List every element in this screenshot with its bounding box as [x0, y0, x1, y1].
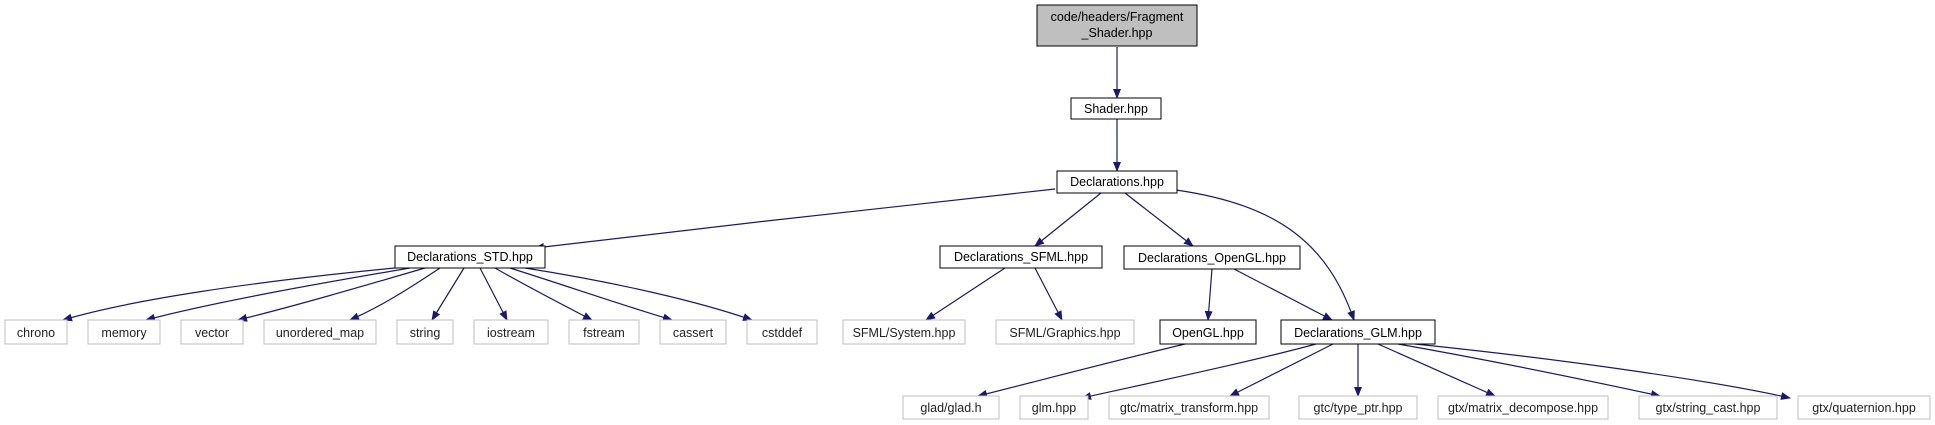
- node-fstream-label: fstream: [583, 326, 625, 340]
- node-vector-label: vector: [195, 326, 229, 340]
- node-glad-label: glad/glad.h: [920, 401, 981, 415]
- node-chrono[interactable]: chrono: [4, 319, 68, 345]
- node-declarations-opengl-label: Declarations_OpenGL.hpp: [1138, 251, 1286, 265]
- node-string[interactable]: string: [396, 319, 454, 345]
- node-declarations-glm-label: Declarations_GLM.hpp: [1294, 326, 1422, 340]
- node-opengl[interactable]: OpenGL.hpp: [1159, 319, 1257, 345]
- node-opengl-label: OpenGL.hpp: [1172, 326, 1244, 340]
- node-glm[interactable]: glm.hpp: [1019, 395, 1089, 420]
- node-sfml-graphics[interactable]: SFML/Graphics.hpp: [995, 319, 1135, 345]
- node-gtc-type-ptr-label: gtc/type_ptr.hpp: [1314, 401, 1403, 415]
- node-memory[interactable]: memory: [87, 319, 161, 345]
- edge-opengl-decl-to-glm-decl: [1233, 268, 1333, 321]
- edge-std-to-iostream: [479, 267, 508, 321]
- node-gtc-type-ptr[interactable]: gtc/type_ptr.hpp: [1298, 395, 1418, 420]
- edge-declarations-to-declarations-glm: [1175, 189, 1355, 321]
- node-fragment-shader[interactable]: code/headers/Fragment _Shader.hpp: [1036, 4, 1198, 47]
- node-gtx-quaternion-label: gtx/quaternion.hpp: [1812, 401, 1916, 415]
- edge-opengl-to-glad: [977, 343, 1186, 398]
- edge-std-to-cstddef: [524, 267, 753, 321]
- node-gtx-string-cast-label: gtx/string_cast.hpp: [1656, 401, 1761, 415]
- node-sfml-system-label: SFML/System.hpp: [853, 326, 956, 340]
- node-fstream[interactable]: fstream: [568, 319, 640, 345]
- edge-glm-decl-to-gtx-matrix-decompose: [1377, 343, 1496, 397]
- node-declarations-label: Declarations.hpp: [1070, 175, 1164, 189]
- node-declarations-glm[interactable]: Declarations_GLM.hpp: [1280, 319, 1436, 345]
- node-declarations-sfml-label: Declarations_SFML.hpp: [954, 250, 1088, 264]
- node-chrono-label: chrono: [17, 326, 55, 340]
- node-cassert[interactable]: cassert: [659, 319, 727, 345]
- node-declarations[interactable]: Declarations.hpp: [1056, 170, 1178, 194]
- node-sfml-system[interactable]: SFML/System.hpp: [842, 319, 966, 345]
- node-cassert-label: cassert: [673, 326, 714, 340]
- node-iostream-label: iostream: [487, 326, 535, 340]
- edge-std-to-memory: [145, 267, 411, 322]
- edge-std-to-cassert: [509, 267, 673, 322]
- node-iostream[interactable]: iostream: [473, 319, 549, 345]
- edge-glm-decl-to-glm: [1081, 343, 1317, 400]
- edge-std-to-string: [431, 267, 465, 321]
- node-declarations-opengl[interactable]: Declarations_OpenGL.hpp: [1123, 245, 1301, 270]
- node-shader[interactable]: Shader.hpp: [1070, 97, 1162, 120]
- node-fragment-shader-label-line2: _Shader.hpp: [1081, 26, 1153, 40]
- node-unordered-map-label: unordered_map: [276, 326, 364, 340]
- edge-opengl-decl-to-opengl: [1204, 268, 1213, 321]
- edge-glm-decl-to-gtc-matrix-transform: [1229, 343, 1334, 397]
- node-gtc-matrix-transform-label: gtc/matrix_transform.hpp: [1120, 401, 1258, 415]
- node-declarations-std[interactable]: Declarations_STD.hpp: [394, 245, 546, 269]
- node-gtx-quaternion[interactable]: gtx/quaternion.hpp: [1797, 395, 1931, 420]
- node-vector[interactable]: vector: [180, 319, 244, 345]
- node-declarations-sfml[interactable]: Declarations_SFML.hpp: [939, 245, 1103, 269]
- edges: [62, 47, 1791, 400]
- node-glad[interactable]: glad/glad.h: [902, 395, 1000, 420]
- edge-sfml-to-sfml-system: [925, 267, 1006, 321]
- node-gtx-string-cast[interactable]: gtx/string_cast.hpp: [1638, 395, 1778, 420]
- node-gtx-matrix-decompose[interactable]: gtx/matrix_decompose.hpp: [1437, 395, 1609, 420]
- node-sfml-graphics-label: SFML/Graphics.hpp: [1009, 326, 1120, 340]
- node-glm-label: glm.hpp: [1032, 401, 1077, 415]
- edge-std-to-vector: [237, 267, 426, 322]
- node-gtx-matrix-decompose-label: gtx/matrix_decompose.hpp: [1448, 401, 1598, 415]
- edge-glm-decl-to-gtx-string-cast: [1397, 343, 1661, 399]
- node-gtc-matrix-transform[interactable]: gtc/matrix_transform.hpp: [1108, 395, 1270, 420]
- node-unordered-map[interactable]: unordered_map: [263, 319, 377, 345]
- edge-std-to-fstream: [494, 267, 593, 321]
- node-fragment-shader-label-line1: code/headers/Fragment: [1051, 10, 1184, 24]
- node-cstddef-label: cstddef: [762, 326, 803, 340]
- node-shader-label: Shader.hpp: [1084, 102, 1148, 116]
- edge-std-to-unordered-map: [349, 267, 441, 321]
- node-declarations-std-label: Declarations_STD.hpp: [407, 250, 533, 264]
- node-memory-label: memory: [101, 326, 147, 340]
- edge-std-to-chrono: [62, 267, 396, 322]
- node-string-label: string: [410, 326, 441, 340]
- edge-glm-decl-to-gtx-quaternion: [1414, 343, 1791, 400]
- edge-declarations-to-declarations-std: [534, 188, 1056, 251]
- edge-declarations-to-declarations-opengl: [1124, 192, 1194, 247]
- edge-declarations-to-declarations-sfml: [1034, 192, 1102, 247]
- node-cstddef[interactable]: cstddef: [746, 319, 818, 345]
- edge-sfml-to-sfml-graphics: [1034, 267, 1063, 321]
